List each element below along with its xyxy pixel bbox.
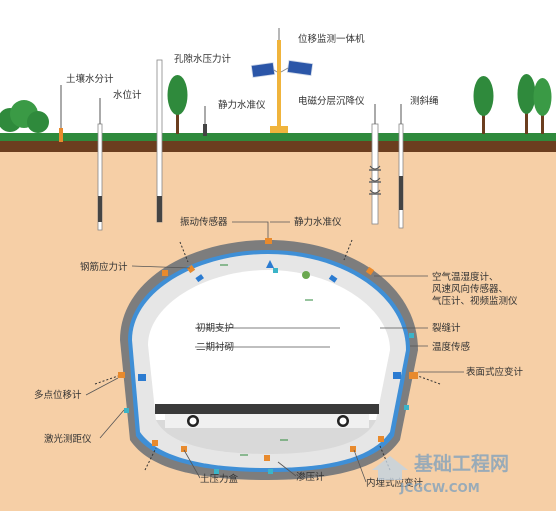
tunnel-structure	[120, 240, 418, 480]
watermark-en: JCGCW.COM	[399, 481, 480, 495]
label-air-env-2: 风速风向传感器、	[432, 283, 508, 295]
label-soil-moisture: 土壤水分计	[66, 73, 114, 85]
label-surface-strain: 表面式应变计	[466, 366, 524, 378]
label-rebar-stress: 钢筋应力计	[80, 261, 128, 273]
label-earth-pressure-cell: 土压力盒	[200, 473, 239, 485]
lining-sensors	[94, 238, 441, 474]
label-multipoint-displacement: 多点位移计	[34, 389, 82, 401]
label-laser-rangefinder: 激光测距仪	[44, 433, 92, 445]
label-static-level-surface: 静力水准仪	[218, 99, 266, 111]
leader-lines	[85, 221, 464, 483]
inclinometer-tube	[398, 104, 404, 229]
topsoil-strip	[0, 141, 556, 152]
em-settlement-tube	[369, 104, 381, 225]
watermark: 基础工程网 JCGCW.COM	[372, 452, 509, 495]
label-inclinometer: 测斜绳	[410, 95, 439, 107]
label-secondary-lining: 二期衬砌	[196, 341, 234, 353]
watermark-cn: 基础工程网	[413, 452, 509, 475]
label-vibration-sensor: 振动传感器	[180, 216, 228, 228]
label-displacement-station: 位移监测一体机	[298, 33, 365, 45]
pore-pressure-tube	[156, 59, 163, 223]
label-water-level: 水位计	[113, 89, 142, 101]
label-em-settlement: 电磁分层沉降仪	[298, 95, 365, 107]
displacement-station	[250, 28, 314, 133]
tree-4	[533, 78, 552, 134]
water-level-tube	[97, 98, 103, 231]
tree-1	[167, 75, 188, 134]
label-crack-meter: 裂缝计	[432, 322, 461, 334]
label-temperature-sensor: 温度传感	[432, 341, 471, 353]
label-pore-pressure: 孔隙水压力计	[174, 53, 232, 65]
label-piezometer: 渗压计	[296, 471, 325, 483]
label-air-env-3: 气压计、视频监测仪	[432, 295, 518, 307]
tree-3	[517, 74, 536, 134]
soil-moisture-probe	[59, 85, 63, 142]
static-level-surface-device	[203, 106, 207, 136]
watermark-house-icon	[372, 456, 408, 480]
label-initial-support: 初期支护	[196, 322, 234, 334]
label-air-env-1: 空气温湿度计、	[432, 271, 499, 283]
bush-left	[0, 100, 49, 133]
grass-strip	[0, 133, 556, 141]
label-static-level-tunnel: 静力水准仪	[294, 216, 342, 228]
tree-2	[473, 76, 494, 134]
